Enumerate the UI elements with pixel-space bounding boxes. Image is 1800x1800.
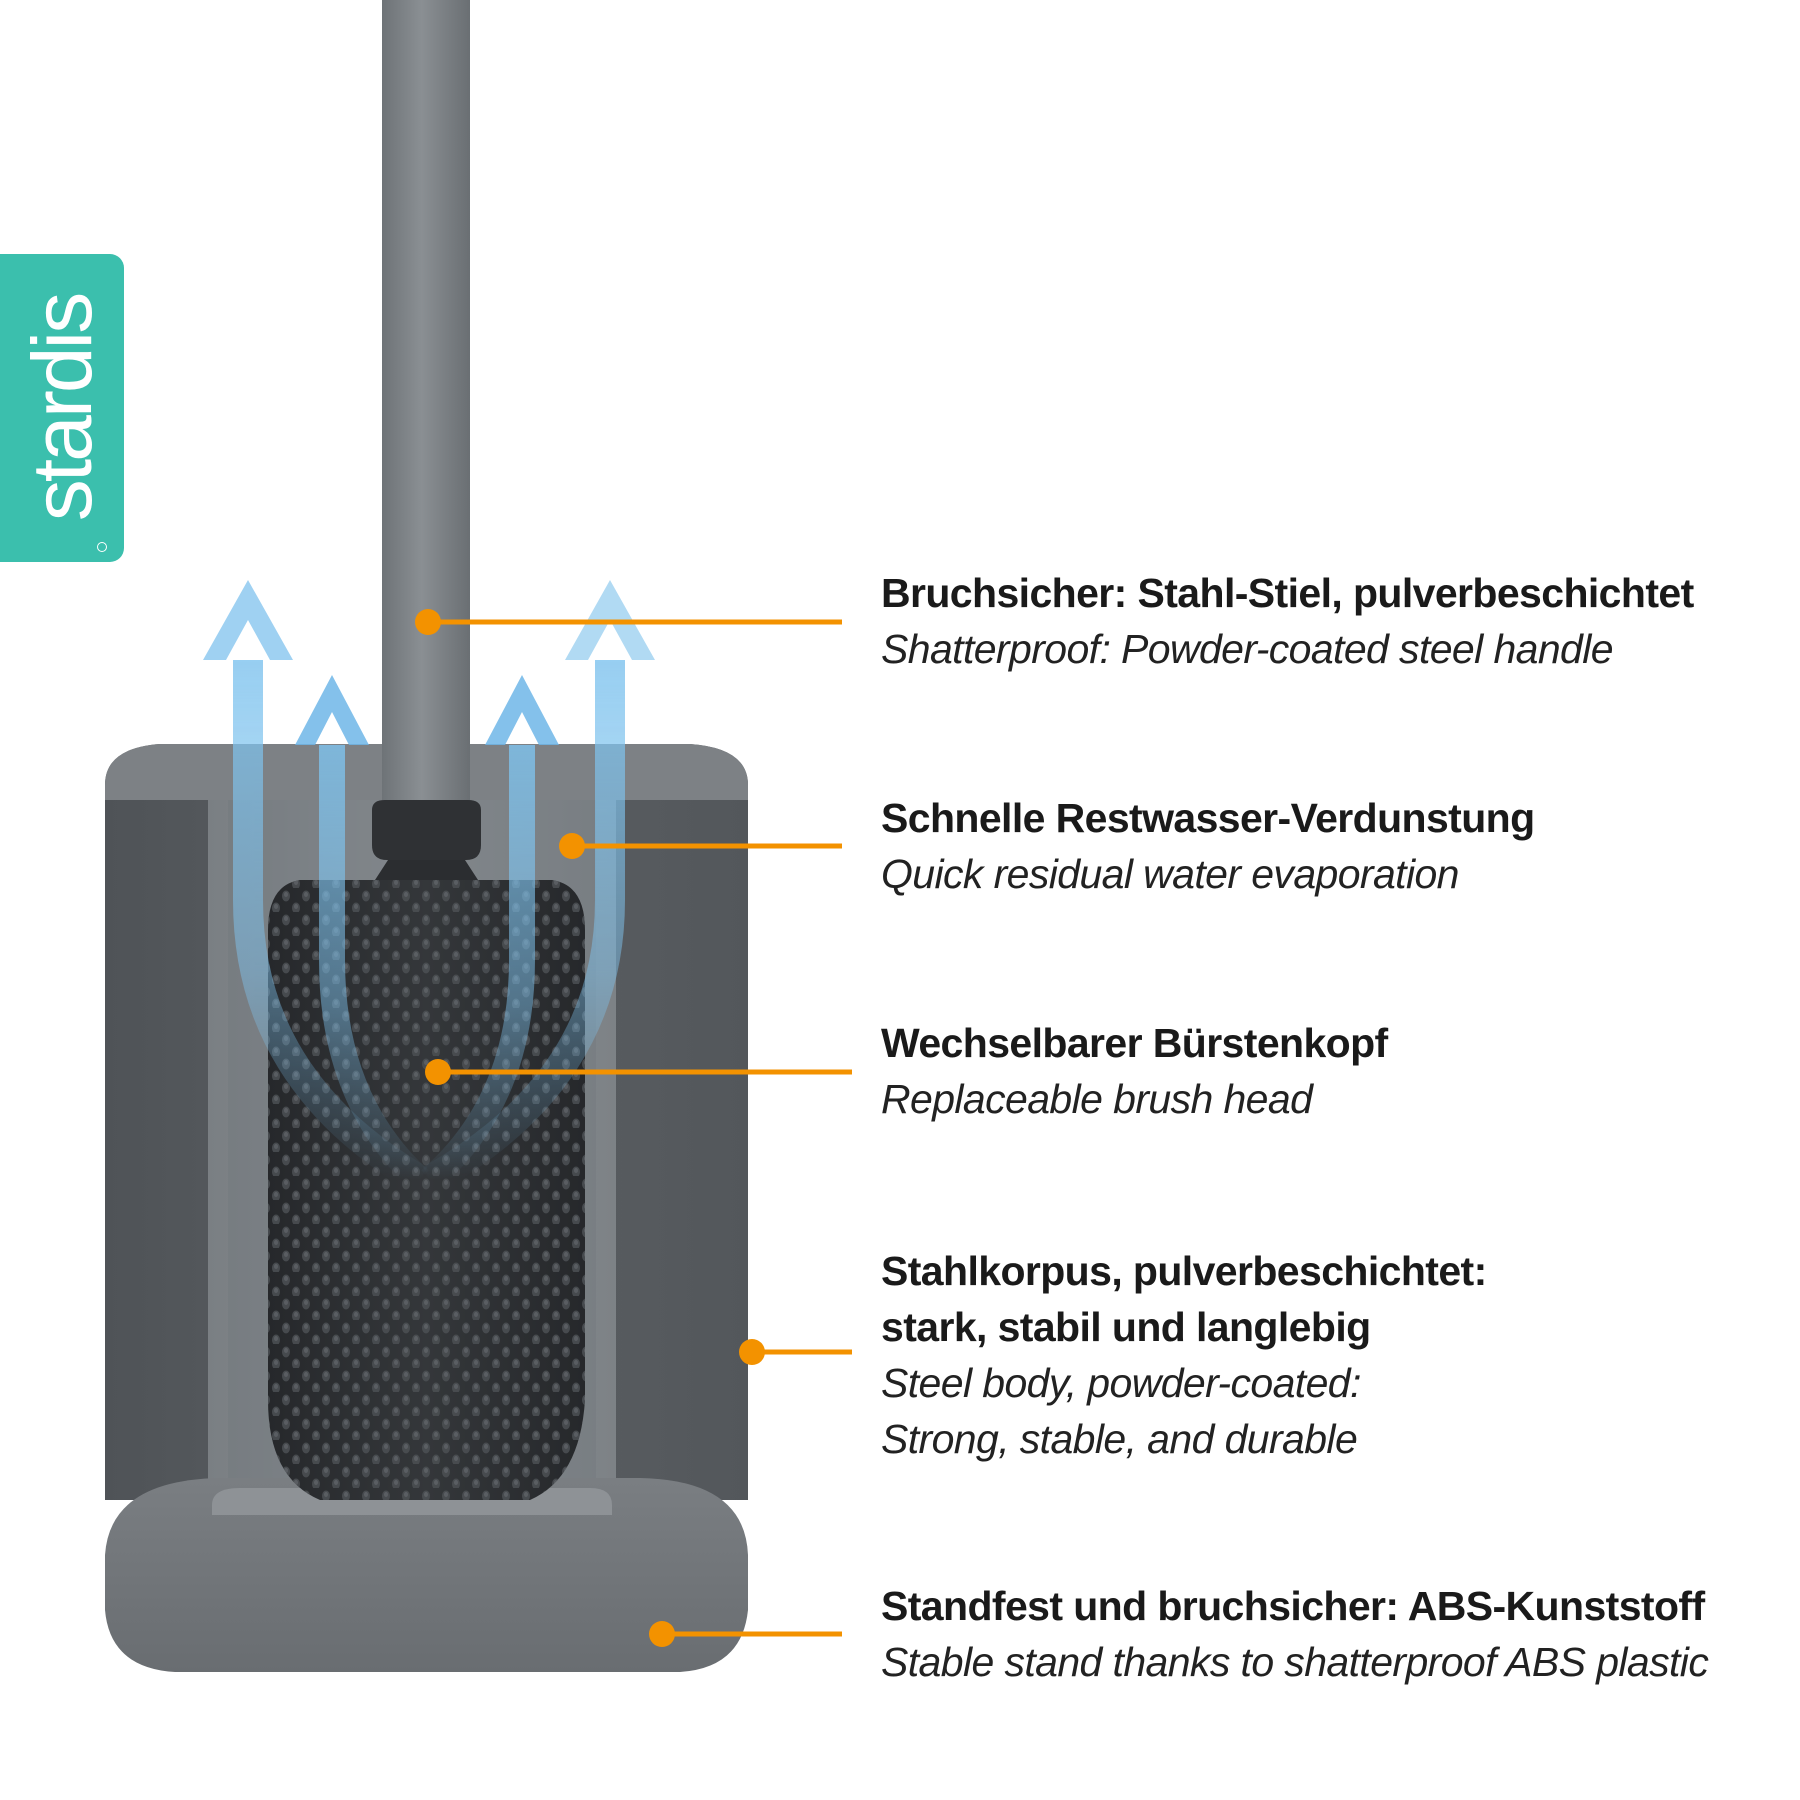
leader-steel-body-dot <box>739 1339 765 1365</box>
callout-steel-body-de: Stahlkorpus, pulverbeschichtet: stark, s… <box>881 1248 1487 1350</box>
abs-base <box>105 1478 748 1672</box>
leader-base-dot <box>649 1621 675 1647</box>
brand-wordmark: stardis <box>15 294 109 522</box>
callout-steel-body-en: Steel body, powder-coated: Strong, stabl… <box>881 1360 1361 1462</box>
leader-brush-head-dot <box>425 1059 451 1085</box>
registered-mark-icon <box>97 542 107 552</box>
steel-handle <box>382 0 470 810</box>
callout-handle-de: Bruchsicher: Stahl-Stiel, pulverbeschich… <box>881 570 1694 616</box>
callout-handle-en: Shatterproof: Powder-coated steel handle <box>881 626 1614 672</box>
callout-base: Standfest und bruchsicher: ABS-Kunststof… <box>881 1578 1781 1690</box>
airflow-arrow-inner-right-head <box>485 675 559 745</box>
callout-base-de: Standfest und bruchsicher: ABS-Kunststof… <box>881 1583 1705 1629</box>
airflow-arrow-outer-left-head <box>203 580 293 660</box>
leader-handle-dot <box>415 609 441 635</box>
callout-brush-head-de: Wechselbarer Bürstenkopf <box>881 1020 1388 1066</box>
airflow-arrow-inner-left-head <box>295 675 369 745</box>
leader-evaporation-dot <box>559 833 585 859</box>
callout-base-en: Stable stand thanks to shatterproof ABS … <box>881 1639 1709 1685</box>
callout-leaders <box>415 609 852 1647</box>
callout-handle: Bruchsicher: Stahl-Stiel, pulverbeschich… <box>881 565 1781 677</box>
handle-collar <box>372 800 481 860</box>
airflow-arrow-outer-right <box>422 660 625 1194</box>
airflow-arrow-outer-left <box>233 660 428 1193</box>
brand-logo: stardis <box>0 254 124 562</box>
airflow-arrows <box>203 580 655 1194</box>
callout-brush-head: Wechselbarer Bürstenkopf Replaceable bru… <box>881 1015 1781 1127</box>
airflow-arrow-inner-left <box>319 745 429 1190</box>
callout-evaporation: Schnelle Restwasser-Verdunstung Quick re… <box>881 790 1781 902</box>
callout-steel-body: Stahlkorpus, pulverbeschichtet: stark, s… <box>881 1243 1781 1467</box>
callout-brush-head-en: Replaceable brush head <box>881 1076 1313 1122</box>
callout-evaporation-de: Schnelle Restwasser-Verdunstung <box>881 795 1535 841</box>
callout-evaporation-en: Quick residual water evaporation <box>881 851 1459 897</box>
brush-neck <box>375 860 478 880</box>
brush-bristles <box>268 880 585 1500</box>
